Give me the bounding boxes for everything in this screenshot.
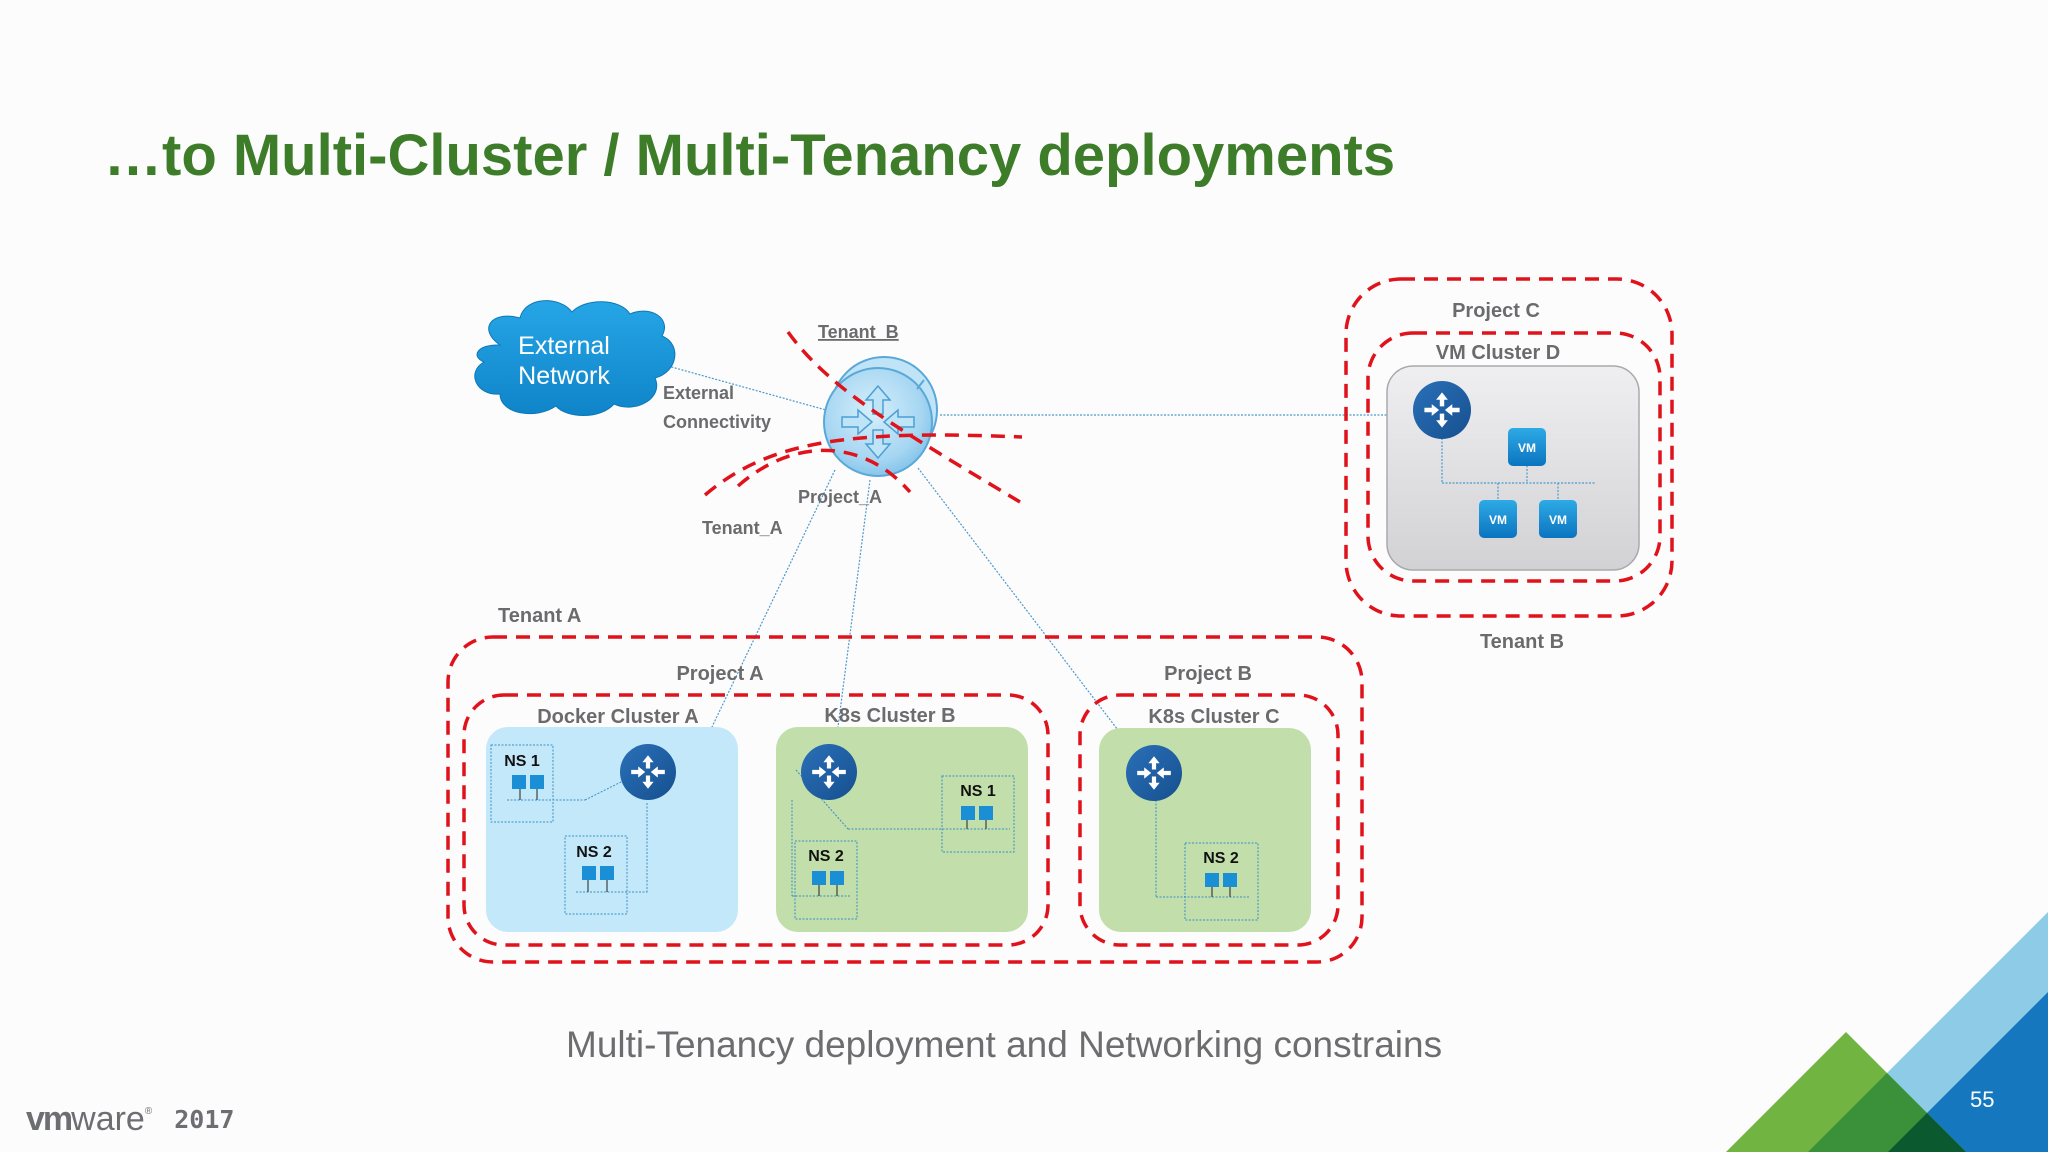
svg-text:VM: VM bbox=[1518, 441, 1536, 455]
pod-icon bbox=[1223, 873, 1237, 887]
router-label-tenant-b: Tenant_B bbox=[818, 322, 899, 342]
pod-icon bbox=[830, 871, 844, 885]
svg-text:VM: VM bbox=[1489, 513, 1507, 527]
project-c-label: Project C bbox=[1452, 300, 1540, 322]
project-c-boundary bbox=[1366, 331, 1662, 583]
logo-vm: vm bbox=[26, 1100, 73, 1138]
tenant-a-boundary bbox=[446, 635, 1364, 964]
slide-caption: Multi-Tenancy deployment and Networking … bbox=[566, 1024, 1443, 1065]
separator-project-a bbox=[736, 448, 912, 494]
k8s-cluster-c-label: K8s Cluster C bbox=[1148, 706, 1279, 728]
external-network-label-2: Network bbox=[518, 362, 610, 390]
separator-tenant-b bbox=[786, 330, 1021, 504]
link-external bbox=[667, 365, 827, 411]
project-b-boundary bbox=[1078, 693, 1340, 947]
docker-cluster-a-label: Docker Cluster A bbox=[537, 706, 699, 728]
router-icon bbox=[1126, 745, 1182, 801]
namespace-ns1: NS 1 bbox=[504, 753, 544, 800]
vm-icon: VM bbox=[1479, 500, 1517, 538]
pod-icon bbox=[582, 866, 596, 880]
project-a-boundary bbox=[462, 693, 1050, 947]
svg-text:NS 2: NS 2 bbox=[1203, 850, 1239, 867]
separator-tenant-a bbox=[703, 433, 1023, 497]
footer-year: 2017 bbox=[174, 1105, 235, 1134]
pod-icon bbox=[600, 866, 614, 880]
tenant-b-label: Tenant B bbox=[1480, 631, 1564, 653]
vm-icon: VM bbox=[1539, 500, 1577, 538]
link-docker-cluster-a bbox=[699, 469, 836, 753]
router-icon bbox=[801, 744, 857, 800]
page-number: 55 bbox=[1970, 1087, 1995, 1112]
links bbox=[667, 365, 1412, 756]
svg-text:VM: VM bbox=[1549, 513, 1567, 527]
pod-icon bbox=[979, 806, 993, 820]
external-network-cloud: External Network bbox=[474, 300, 676, 416]
svg-text:NS 2: NS 2 bbox=[576, 844, 612, 861]
vm-icon: VM bbox=[1508, 428, 1546, 466]
tenant-b: Project C VM Cluster D VM VM VM Tenant B bbox=[1344, 277, 1674, 653]
namespace-ns1: NS 1 bbox=[960, 783, 996, 829]
svg-text:NS 1: NS 1 bbox=[504, 753, 540, 770]
logo-registered: ® bbox=[144, 1106, 153, 1117]
corner-decoration bbox=[1726, 912, 2048, 1152]
tenant-b-boundary bbox=[1344, 277, 1674, 618]
pod-icon bbox=[961, 806, 975, 820]
link-k8s-cluster-c bbox=[917, 467, 1138, 756]
svg-text:NS 2: NS 2 bbox=[808, 848, 844, 865]
namespace-ns2: NS 2 bbox=[808, 848, 844, 896]
router-icon bbox=[620, 744, 676, 800]
tenant-a-label: Tenant A bbox=[498, 605, 581, 627]
project-a-label: Project A bbox=[676, 663, 763, 685]
tenant-a: Tenant A Project A Docker Cluster A NS 1… bbox=[446, 605, 1364, 964]
svg-text:NS 1: NS 1 bbox=[960, 783, 996, 800]
pod-icon bbox=[530, 775, 544, 789]
namespace-ns2: NS 2 bbox=[1203, 850, 1239, 897]
k8s-cluster-b-label: K8s Cluster B bbox=[824, 705, 955, 727]
external-connectivity-label-1: External bbox=[663, 383, 734, 403]
pod-icon bbox=[512, 775, 526, 789]
pod-icon bbox=[1205, 873, 1219, 887]
tenant-separators bbox=[703, 330, 1023, 504]
namespace-ns2: NS 2 bbox=[576, 844, 614, 892]
router-label-project-a: Project_A bbox=[798, 487, 882, 507]
vm-cluster-d-label: VM Cluster D bbox=[1436, 342, 1560, 364]
router-icon bbox=[1413, 381, 1471, 439]
slide-title: …to Multi-Cluster / Multi-Tenancy deploy… bbox=[104, 123, 1396, 188]
external-connectivity-label-2: Connectivity bbox=[663, 412, 771, 432]
logo-ware: ware bbox=[71, 1100, 145, 1138]
router-label-tenant-a: Tenant_A bbox=[702, 518, 783, 538]
external-network-label-1: External bbox=[518, 332, 610, 360]
pod-icon bbox=[812, 871, 826, 885]
vmware-logo: vmware® 2017 bbox=[26, 1100, 234, 1139]
project-b-label: Project B bbox=[1164, 663, 1252, 685]
